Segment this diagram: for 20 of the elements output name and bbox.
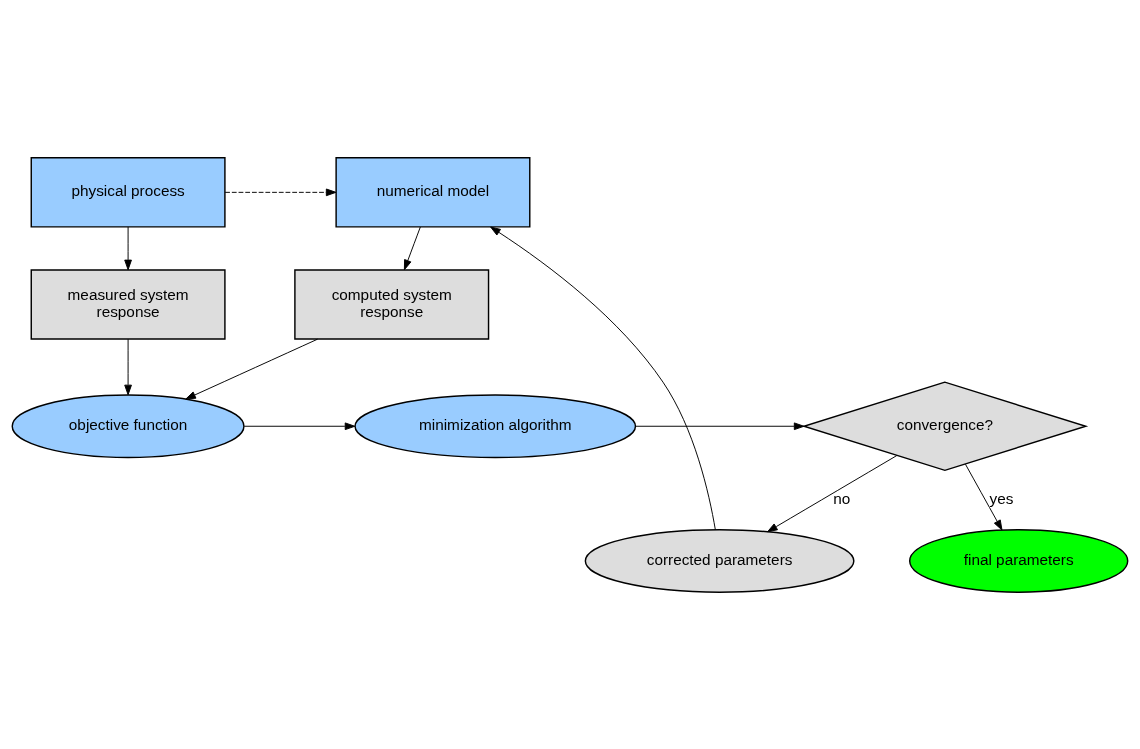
node-diamond: convergence? xyxy=(801,380,1089,471)
node-box: physical process xyxy=(30,156,226,228)
arrow xyxy=(403,226,421,270)
arrow xyxy=(635,421,805,430)
node-ellipse: minimization algorithm xyxy=(354,393,637,458)
arrow xyxy=(124,226,132,270)
arrow xyxy=(490,226,716,530)
arrow xyxy=(767,454,898,532)
node-ellipse: final parameters xyxy=(909,528,1129,593)
node-box: numerical model xyxy=(335,156,531,228)
arrow xyxy=(124,338,132,395)
node-ellipse: corrected parameters xyxy=(584,528,855,593)
arrow xyxy=(224,188,337,196)
arrow xyxy=(964,463,1003,530)
arrow xyxy=(185,338,319,400)
arrow xyxy=(243,421,356,430)
edge-label: yes xyxy=(989,489,1014,507)
node-box: computed system response xyxy=(294,268,490,340)
edge-label: no xyxy=(833,489,851,507)
node-box: measured system response xyxy=(30,268,226,340)
